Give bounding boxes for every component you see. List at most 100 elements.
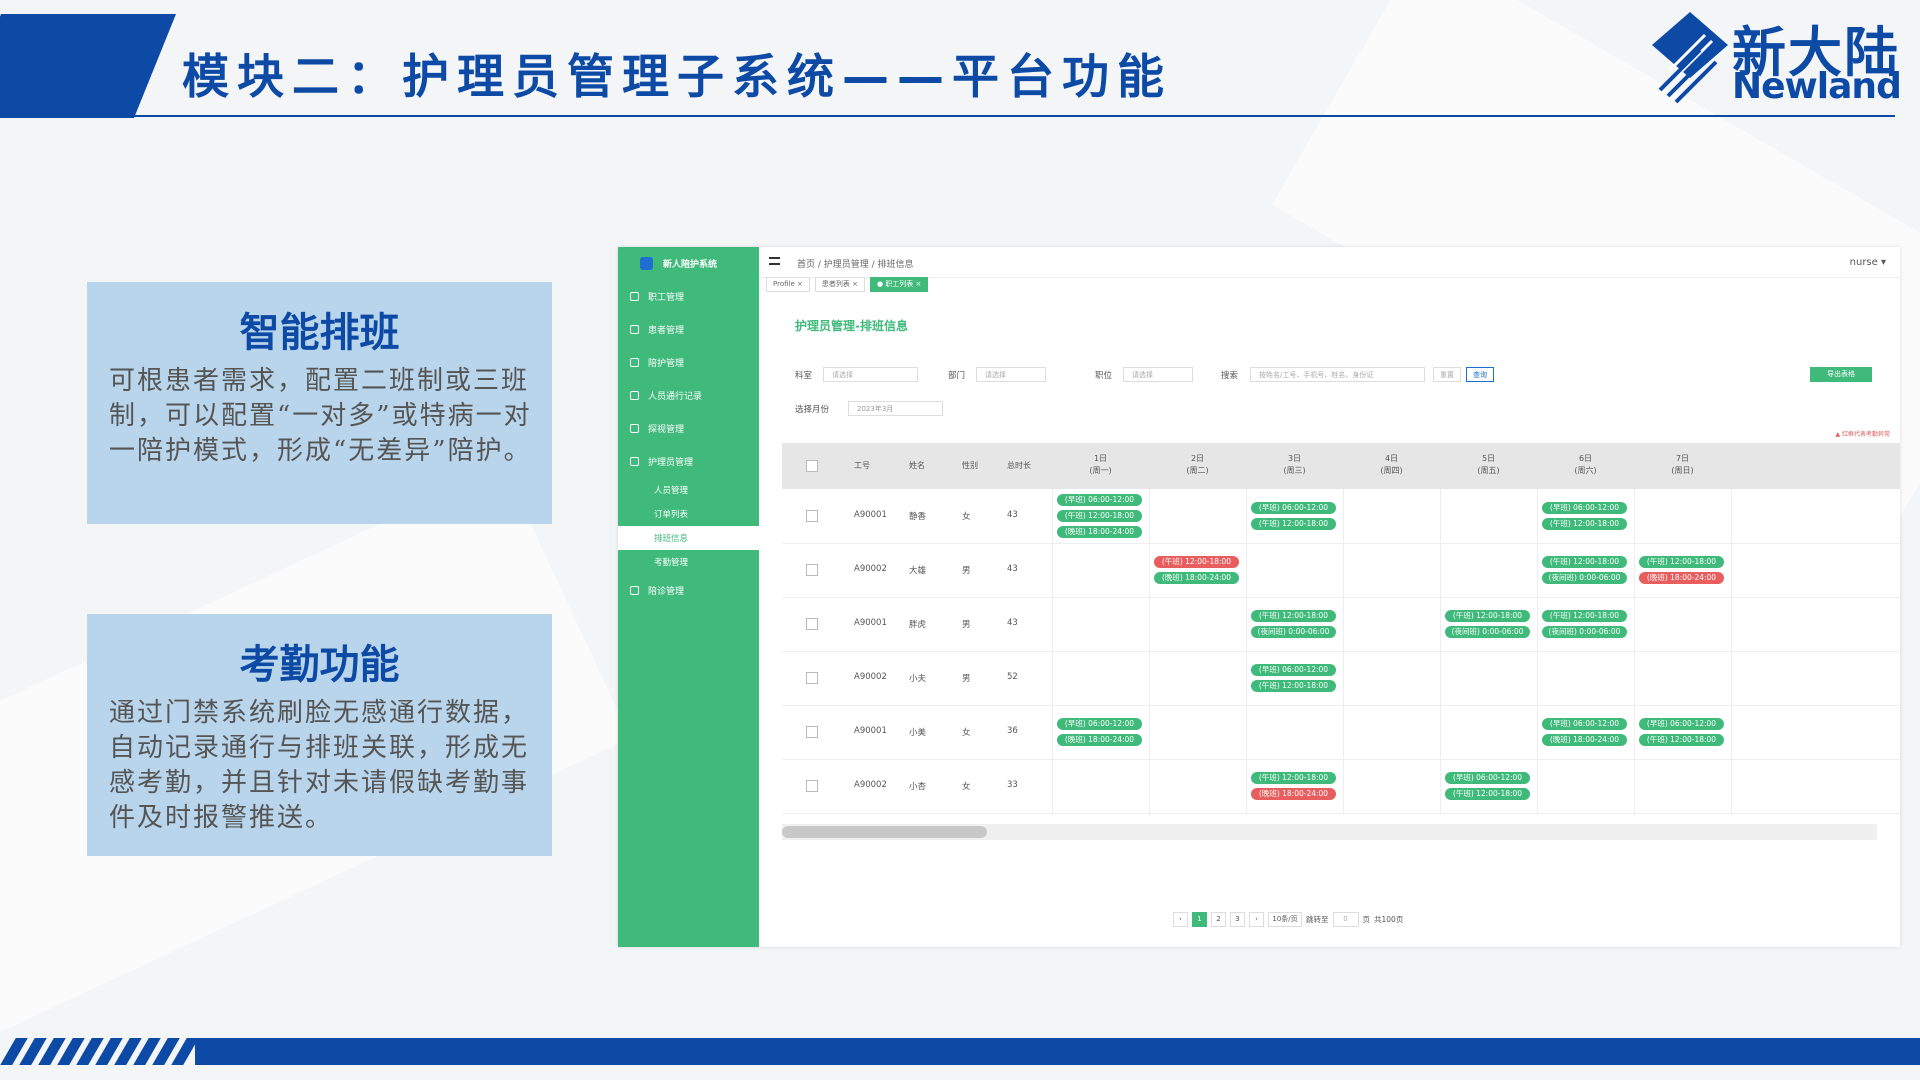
shift-badge[interactable]: (晚班) 18:00-24:00 <box>1542 734 1627 746</box>
shift-badge-alert[interactable]: (晚班) 18:00-24:00 <box>1639 572 1724 584</box>
people-icon <box>630 586 639 595</box>
column-divider <box>1343 489 1344 815</box>
cell-id: A90002 <box>854 564 887 574</box>
cell-hours: 43 <box>1007 564 1018 574</box>
feature-box-scheduling: 智能排班 可根患者需求，配置二班制或三班制，可以配置“一对多”或特病一对一陪护模… <box>87 282 552 524</box>
shift-badge[interactable]: (早班) 06:00-12:00 <box>1251 502 1336 514</box>
sidebar-item[interactable]: 人员通行记录 <box>618 379 759 412</box>
reset-button[interactable]: 重置 <box>1433 367 1461 382</box>
shift-badge[interactable]: (早班) 06:00-12:00 <box>1251 664 1336 676</box>
tab-profile[interactable]: Profile × <box>766 277 810 292</box>
shift-badge[interactable]: (晚班) 18:00-24:00 <box>1057 526 1142 538</box>
query-button[interactable]: 查询 <box>1466 367 1494 382</box>
shift-badge[interactable]: (午班) 12:00-18:00 <box>1542 556 1627 568</box>
next-page-icon[interactable]: › <box>1249 911 1264 927</box>
cell-sex: 男 <box>962 566 971 576</box>
sidebar-item[interactable]: 探视管理 <box>618 412 759 445</box>
row-checkbox[interactable] <box>806 618 818 630</box>
shift-badge[interactable]: (午班) 12:00-18:00 <box>1542 610 1627 622</box>
sidebar-subitem[interactable]: 排班信息 <box>618 526 759 550</box>
sidebar-item[interactable]: 患者管理 <box>618 313 759 346</box>
cell-name: 小夫 <box>909 674 927 684</box>
menu-toggle-icon[interactable] <box>769 257 780 265</box>
shift-badge[interactable]: (午班) 12:00-18:00 <box>1639 734 1724 746</box>
horizontal-scrollbar[interactable] <box>782 824 1877 840</box>
page-size-select[interactable]: 10条/页 <box>1268 911 1302 927</box>
row-checkbox[interactable] <box>806 672 818 684</box>
column-divider <box>1634 489 1635 815</box>
sidebar-subitem[interactable]: 考勤管理 <box>654 558 689 568</box>
row-checkbox[interactable] <box>806 564 818 576</box>
page-number[interactable]: 3 <box>1230 911 1245 927</box>
day-column-header: 1日(周一) <box>1089 454 1112 475</box>
post-select[interactable]: 请选择 <box>1123 367 1193 382</box>
sidebar-subitem[interactable]: 人员管理 <box>654 486 689 496</box>
day-column-header: 3日(周三) <box>1283 454 1306 475</box>
shift-badge[interactable]: (晚班) 18:00-24:00 <box>1057 734 1142 746</box>
sidebar-item[interactable]: 职工管理 <box>618 280 759 313</box>
shift-badge[interactable]: (夜间班) 0:00-06:00 <box>1251 626 1336 638</box>
export-button[interactable]: 导出表格 <box>1810 367 1872 382</box>
month-select[interactable]: 2023年3月 <box>848 401 943 416</box>
shift-badge[interactable]: (早班) 06:00-12:00 <box>1639 718 1724 730</box>
sidebar-item[interactable]: 陪护管理 <box>618 346 759 379</box>
sidebar-logo: 新人陪护系统 <box>618 247 759 280</box>
calendar-icon <box>630 424 639 433</box>
shift-badge-alert[interactable]: (晚班) 18:00-24:00 <box>1251 788 1336 800</box>
month-label: 选择月份 <box>795 405 830 415</box>
sidebar-subitem[interactable]: 订单列表 <box>654 510 689 520</box>
breadcrumb: 首页 / 护理员管理 / 排班信息 <box>797 260 914 270</box>
shift-badge[interactable]: (午班) 12:00-18:00 <box>1057 510 1142 522</box>
shift-badge[interactable]: (午班) 12:00-18:00 <box>1445 788 1530 800</box>
column-divider <box>1246 489 1247 815</box>
cell-id: A90002 <box>854 780 887 790</box>
ward-select[interactable]: 请选择 <box>823 367 918 382</box>
shift-badge[interactable]: (午班) 12:00-18:00 <box>1445 610 1530 622</box>
feature-title: 智能排班 <box>239 310 400 356</box>
page-number[interactable]: 1 <box>1192 911 1207 927</box>
row-checkbox[interactable] <box>806 510 818 522</box>
shift-badge[interactable]: (午班) 12:00-18:00 <box>1251 680 1336 692</box>
feature-text: 可根患者需求，配置二班制或三班制，可以配置“一对多”或特病一对一陪护模式，形成“… <box>109 366 532 466</box>
shift-badge[interactable]: (夜间班) 0:00-06:00 <box>1445 626 1530 638</box>
shift-badge[interactable]: (早班) 06:00-12:00 <box>1057 718 1142 730</box>
scrollbar-thumb[interactable] <box>782 826 987 838</box>
shift-badge[interactable]: (午班) 12:00-18:00 <box>1542 518 1627 530</box>
day-column-header: 4日(周四) <box>1380 454 1403 475</box>
cell-name: 小杏 <box>909 782 927 792</box>
row-checkbox[interactable] <box>806 780 818 792</box>
shift-badge[interactable]: (早班) 06:00-12:00 <box>1057 494 1142 506</box>
page-number[interactable]: 2 <box>1211 911 1226 927</box>
sidebar-item[interactable]: 护理员管理 <box>618 445 759 478</box>
shift-badge[interactable]: (晚班) 18:00-24:00 <box>1154 572 1239 584</box>
shift-badge[interactable]: (午班) 12:00-18:00 <box>1251 518 1336 530</box>
shift-badge[interactable]: (夜间班) 0:00-06:00 <box>1542 572 1627 584</box>
shift-badge[interactable]: (早班) 06:00-12:00 <box>1542 718 1627 730</box>
shift-badge[interactable]: (午班) 12:00-18:00 <box>1251 772 1336 784</box>
alert-note: ▲ 红框代表考勤异常 <box>1835 431 1890 438</box>
shift-badge[interactable]: (早班) 06:00-12:00 <box>1542 502 1627 514</box>
column-divider <box>1440 489 1441 815</box>
search-input[interactable]: 按姓名/工号、手机号、姓名、身份证 <box>1250 367 1425 382</box>
system-logo-icon <box>640 257 653 270</box>
prev-page-icon[interactable]: ‹ <box>1173 911 1188 927</box>
goto-input[interactable]: 0 <box>1332 911 1359 927</box>
tab-staff-list[interactable]: ● 职工列表 × <box>869 277 929 292</box>
sidebar: 新人陪护系统 职工管理患者管理陪护管理人员通行记录探视管理护理员管理人员管理订单… <box>618 247 759 947</box>
shift-badge[interactable]: (早班) 06:00-12:00 <box>1445 772 1530 784</box>
shift-badge-alert[interactable]: (午班) 12:00-18:00 <box>1154 556 1239 568</box>
dept-select[interactable]: 请选择 <box>976 367 1046 382</box>
user-menu[interactable]: nurse ▾ <box>1849 257 1886 268</box>
sidebar-item[interactable]: 陪诊管理 <box>618 574 759 607</box>
ward-label: 科室 <box>795 371 813 381</box>
tab-patient-list[interactable]: 患者列表 × <box>814 277 865 292</box>
select-all-checkbox[interactable] <box>806 460 818 472</box>
shift-badge[interactable]: (夜间班) 0:00-06:00 <box>1542 626 1627 638</box>
shift-badge[interactable]: (午班) 12:00-18:00 <box>1251 610 1336 622</box>
shift-badge[interactable]: (午班) 12:00-18:00 <box>1639 556 1724 568</box>
dept-label: 部门 <box>948 371 966 381</box>
row-checkbox[interactable] <box>806 726 818 738</box>
